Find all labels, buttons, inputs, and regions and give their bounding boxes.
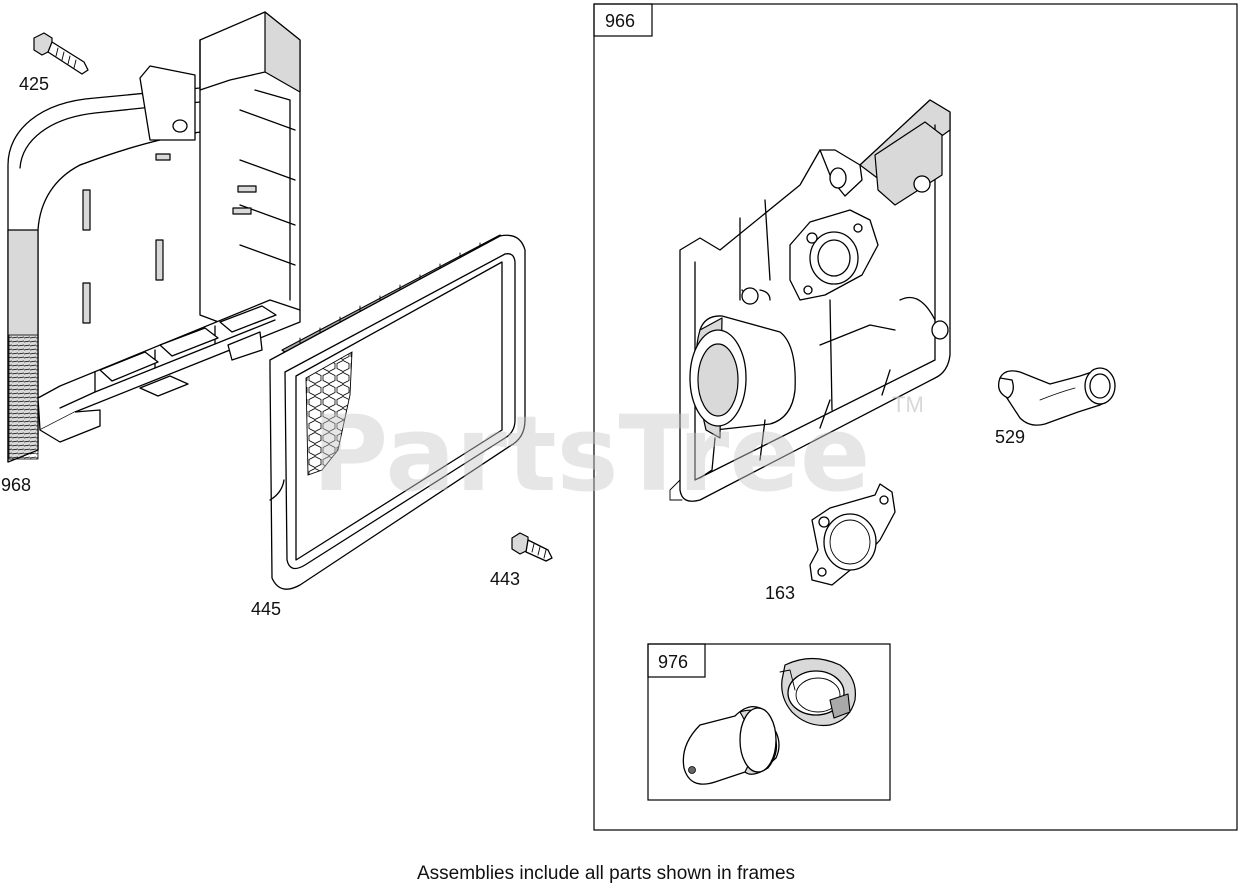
part-968-filter-housing[interactable] (7, 11, 301, 463)
callout-968[interactable]: 968 (1, 475, 31, 495)
assembly-frame-976 (647, 643, 891, 801)
callout-163[interactable]: 163 (765, 583, 795, 603)
part-443-screw[interactable] (511, 532, 553, 562)
part-445-air-filter[interactable] (269, 234, 526, 590)
callout-443[interactable]: 443 (490, 569, 520, 589)
watermark-text: PartsTree (312, 393, 870, 515)
assembly-tag-966 (593, 3, 653, 37)
part-966-filter-base[interactable] (669, 99, 951, 502)
callout-529[interactable]: 529 (995, 427, 1025, 447)
part-976-retainer-ring[interactable] (779, 657, 857, 727)
callout-976[interactable]: 976 (658, 652, 688, 672)
watermark-trademark: TM (892, 392, 924, 417)
part-976-primer-bulb[interactable] (682, 705, 780, 785)
part-529-breather-tube[interactable] (997, 367, 1116, 426)
part-163-gasket[interactable] (809, 483, 896, 586)
part-425-screw[interactable] (33, 32, 89, 75)
callout-966[interactable]: 966 (605, 11, 635, 31)
callout-425[interactable]: 425 (19, 74, 49, 94)
diagram-caption: Assemblies include all parts shown in fr… (417, 863, 795, 884)
assembly-tag-976 (647, 643, 706, 678)
assembly-frame-966 (593, 3, 1238, 831)
callout-445[interactable]: 445 (251, 599, 281, 619)
